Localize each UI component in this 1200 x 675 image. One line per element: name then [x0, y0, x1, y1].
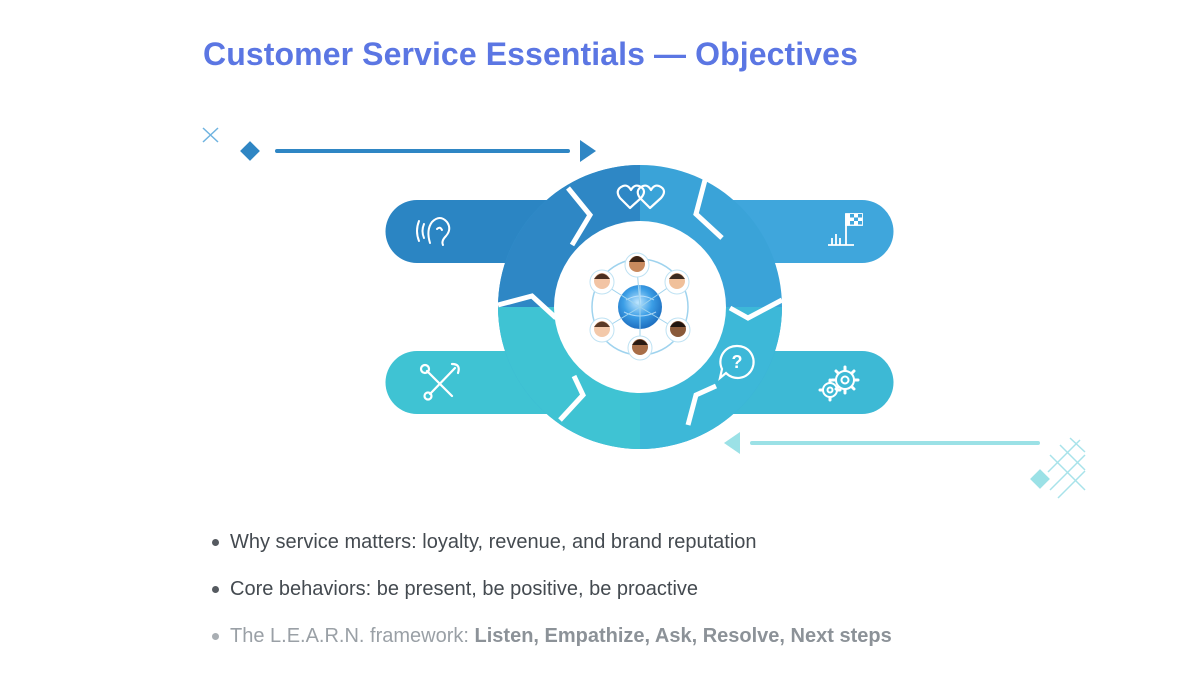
svg-text:?: ?: [732, 352, 743, 372]
tools-icon: [419, 362, 460, 401]
list-item: The L.E.A.R.N. framework: Listen, Empath…: [212, 622, 892, 669]
objectives-list: Why service matters: loyalty, revenue, a…: [212, 528, 892, 669]
gears-icon: [818, 365, 860, 402]
learn-cycle-illustration: ?: [202, 127, 1086, 499]
bottom-arrow-decoration: [724, 432, 1086, 499]
ear-icon: [416, 217, 451, 246]
hearts-icon: [616, 184, 666, 210]
people-globe-icon: [589, 252, 691, 361]
question-bubble-icon: ?: [718, 344, 755, 381]
top-arrow-decoration: [202, 127, 596, 162]
goal-flag-icon: [828, 213, 863, 246]
list-item: Core behaviors: be present, be positive,…: [212, 575, 892, 622]
list-item: Why service matters: loyalty, revenue, a…: [212, 528, 892, 575]
slide-title: Customer Service Essentials — Objectives: [203, 36, 858, 72]
